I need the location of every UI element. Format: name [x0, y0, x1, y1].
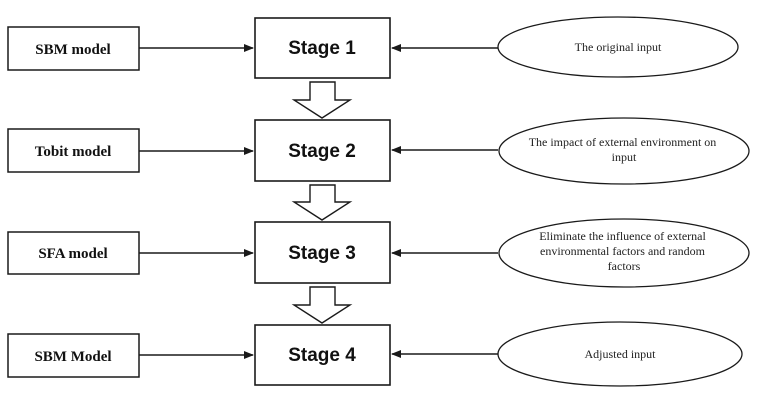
stage-box-1: [254, 17, 391, 79]
input-ellipse-3: [498, 218, 750, 288]
input-text-4: Adjusted input: [585, 347, 657, 361]
stage-label-1: Stage 1: [288, 38, 356, 59]
model-label-2: Tobit model: [35, 144, 112, 160]
down-arrow-2: [291, 184, 353, 221]
input-ellipse-1: [497, 16, 739, 78]
stage-label-2: Stage 2: [288, 141, 356, 162]
row-3: SFA model Stage 3 Eliminate the influenc…: [7, 218, 750, 288]
model-box-3: [7, 231, 140, 275]
model-label-4: SBM Model: [34, 349, 111, 365]
down-arrow-1: [291, 81, 353, 119]
stage-box-2: [254, 119, 391, 182]
input-ellipse-4: [497, 321, 743, 387]
row-2: Tobit model Stage 2 The impact of extern…: [7, 117, 750, 185]
row-4: SBM Model Stage 4 Adjusted input: [7, 321, 743, 387]
model-label-3: SFA model: [38, 246, 107, 262]
input-ellipse-2: [498, 117, 750, 185]
stage-box-4: [254, 324, 391, 386]
model-box-2: [7, 128, 140, 173]
stage-box-3: [254, 221, 391, 284]
model-box-4: [7, 333, 140, 378]
stage-label-3: Stage 3: [288, 243, 356, 264]
stage-label-4: Stage 4: [288, 345, 356, 366]
input-text-3: Eliminate the influence of external envi…: [539, 229, 709, 273]
row-1: SBM model Stage 1 The original input: [7, 16, 739, 79]
model-box-1: [7, 26, 140, 71]
down-arrow-3: [291, 286, 353, 324]
model-label-1: SBM model: [35, 42, 110, 58]
input-text-1: The original input: [575, 40, 662, 54]
input-text-2: The impact of external environment on in…: [529, 135, 720, 164]
